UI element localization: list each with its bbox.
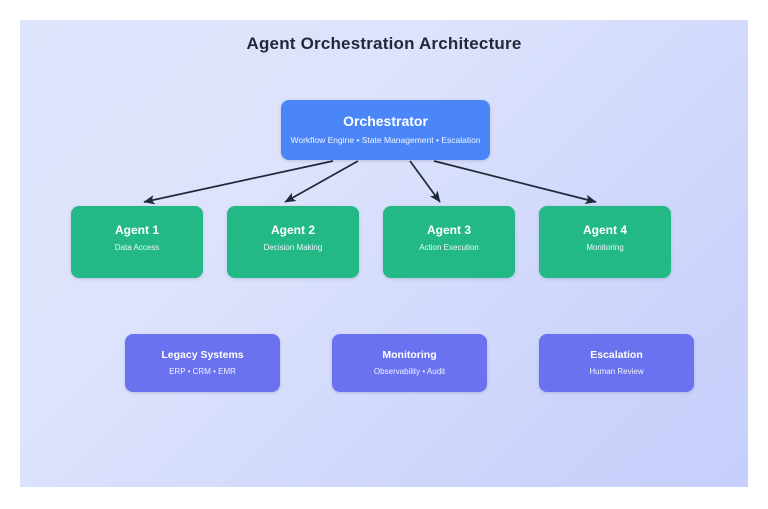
node-agent-1-title: Agent 1	[114, 223, 159, 237]
connector-orchestrator-agent-2	[284, 160, 359, 203]
node-escalation-subtitle: Human Review	[589, 367, 644, 377]
node-orchestrator-title: Orchestrator	[343, 113, 428, 130]
diagram-panel: Agent Orchestration Architecture Orchest…	[20, 20, 748, 487]
connector-orchestrator-agent-1	[143, 160, 334, 205]
node-agent-1-subtitle: Data Access	[114, 243, 160, 253]
connector-orchestrator-agent-3	[409, 160, 441, 203]
connector-orchestrator-agent-4	[433, 160, 597, 205]
node-agent-4-subtitle: Monitoring	[586, 243, 624, 253]
page-title: Agent Orchestration Architecture	[246, 34, 522, 53]
node-monitoring-title: Monitoring	[382, 348, 437, 361]
node-agent-3-subtitle: Action Execution	[419, 243, 479, 253]
node-agent-3-title: Agent 3	[426, 223, 471, 237]
node-legacy-systems-title: Legacy Systems	[161, 348, 244, 361]
node-orchestrator-subtitle: Workflow Engine • State Management • Esc…	[290, 134, 481, 145]
node-agent-4[interactable]: Agent 4 Monitoring	[539, 206, 671, 278]
node-legacy-systems[interactable]: Legacy Systems ERP • CRM • EMR	[125, 334, 280, 392]
node-legacy-systems-subtitle: ERP • CRM • EMR	[169, 367, 236, 377]
node-agent-4-title: Agent 4	[582, 223, 627, 237]
node-monitoring[interactable]: Monitoring Observability • Audit	[332, 334, 487, 392]
node-escalation-title: Escalation	[590, 348, 643, 361]
node-agent-2-subtitle: Decision Making	[263, 243, 323, 253]
node-escalation[interactable]: Escalation Human Review	[539, 334, 694, 392]
node-monitoring-subtitle: Observability • Audit	[373, 367, 446, 377]
node-agent-2[interactable]: Agent 2 Decision Making	[227, 206, 359, 278]
node-orchestrator[interactable]: Orchestrator Workflow Engine • State Man…	[281, 100, 490, 160]
node-agent-3[interactable]: Agent 3 Action Execution	[383, 206, 515, 278]
node-agent-2-title: Agent 2	[270, 223, 315, 237]
node-agent-1[interactable]: Agent 1 Data Access	[71, 206, 203, 278]
